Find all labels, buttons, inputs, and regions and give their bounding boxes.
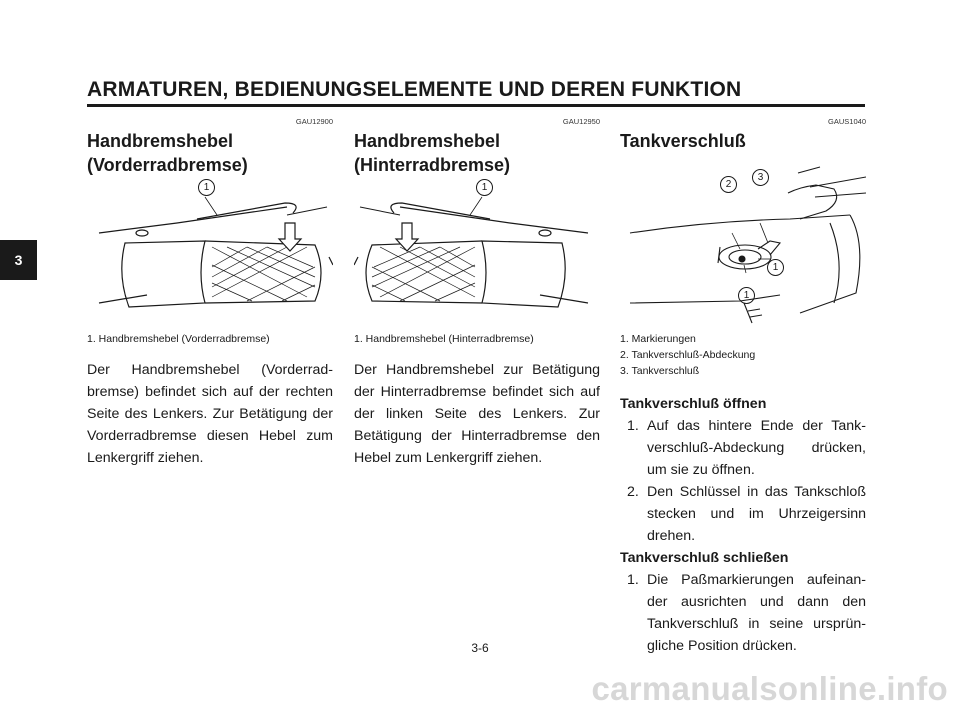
section-fuel-cap: GAUS1040 Tankverschluß 2 3 1 1 1. Markie… <box>620 117 866 657</box>
callout-marker: 3 <box>752 169 769 186</box>
caption-line: 3. Tankverschluß <box>620 365 700 377</box>
section-code: GAUS1040 <box>828 117 866 126</box>
callout-marker: 1 <box>198 179 215 196</box>
caption-line: 2. Tankverschluß-Abdeckung <box>620 349 756 361</box>
callout-marker: 1 <box>738 287 755 304</box>
section-title-line-2: (Hinterradbremse) <box>354 155 511 175</box>
step-text: Den Schlüssel in das Tankschloß stecken … <box>647 484 866 544</box>
callout-marker: 1 <box>767 259 784 276</box>
section-code: GAU12900 <box>295 117 333 126</box>
step-item: 1. Auf das hintere Ende der Tank-verschl… <box>620 415 866 481</box>
subheading-close: Tankverschluß schließen <box>620 550 789 566</box>
section-code: GAU12950 <box>562 117 600 126</box>
step-text: Die Paßmarkierungen aufeinan-der ausrich… <box>647 572 866 654</box>
rear-brake-lever-illustration: 1 <box>354 179 600 323</box>
step-item: 2. Den Schlüssel in das Tankschloß steck… <box>620 481 866 547</box>
figure-caption: 1. Handbremshebel (Vorderradbremse) <box>87 333 270 345</box>
close-steps: 1. Die Paßmarkierungen aufeinan-der ausr… <box>620 569 866 657</box>
section-title: Handbremshebel (Vorderradbremse) <box>87 129 333 177</box>
callout-marker: 2 <box>720 176 737 193</box>
step-text: Auf das hintere Ende der Tank-verschluß-… <box>647 418 866 478</box>
fuel-cap-illustration: 2 3 1 1 <box>620 163 866 331</box>
header-rule <box>87 104 865 107</box>
open-steps: 1. Auf das hintere Ende der Tank-verschl… <box>620 415 866 547</box>
chapter-tab: 3 <box>0 240 37 280</box>
step-number: 1. <box>627 418 639 434</box>
section-title-line-1: Handbremshebel <box>354 131 501 151</box>
step-number: 2. <box>627 484 639 500</box>
section-title: Tankverschluß <box>620 131 746 151</box>
page-number: 3-6 <box>471 641 489 655</box>
caption-line: 1. Markierungen <box>620 333 696 345</box>
front-brake-lever-illustration: 1 <box>87 179 333 323</box>
section-front-brake-lever: GAU12900 Handbremshebel (Vorderradbremse… <box>87 117 333 469</box>
callout-marker: 1 <box>476 179 493 196</box>
figure-caption: 1. Markierungen 2. Tankverschluß-Abdecku… <box>620 331 866 379</box>
step-number: 1. <box>627 572 639 588</box>
figure-caption: 1. Handbremshebel (Hinterradbremse) <box>354 333 534 345</box>
section-title: Handbremshebel (Hinterradbremse) <box>354 129 600 177</box>
section-body: Der Handbremshebel (Vorderrad-bremse) be… <box>87 362 333 466</box>
section-title-line-2: (Vorderradbremse) <box>87 155 248 175</box>
section-rear-brake-lever: GAU12950 Handbremshebel (Hinterradbremse… <box>354 117 600 469</box>
page-header-title: ARMATUREN, BEDIENUNGSELEMENTE UND DEREN … <box>87 78 742 101</box>
section-title-line-1: Handbremshebel <box>87 131 234 151</box>
subheading-open: Tankverschluß öffnen <box>620 396 767 412</box>
watermark-text: carmanualsonline.info <box>591 670 948 707</box>
step-item: 1. Die Paßmarkierungen aufeinan-der ausr… <box>620 569 866 657</box>
section-body: Der Handbremshebel zur Betätigung der Hi… <box>354 362 600 466</box>
